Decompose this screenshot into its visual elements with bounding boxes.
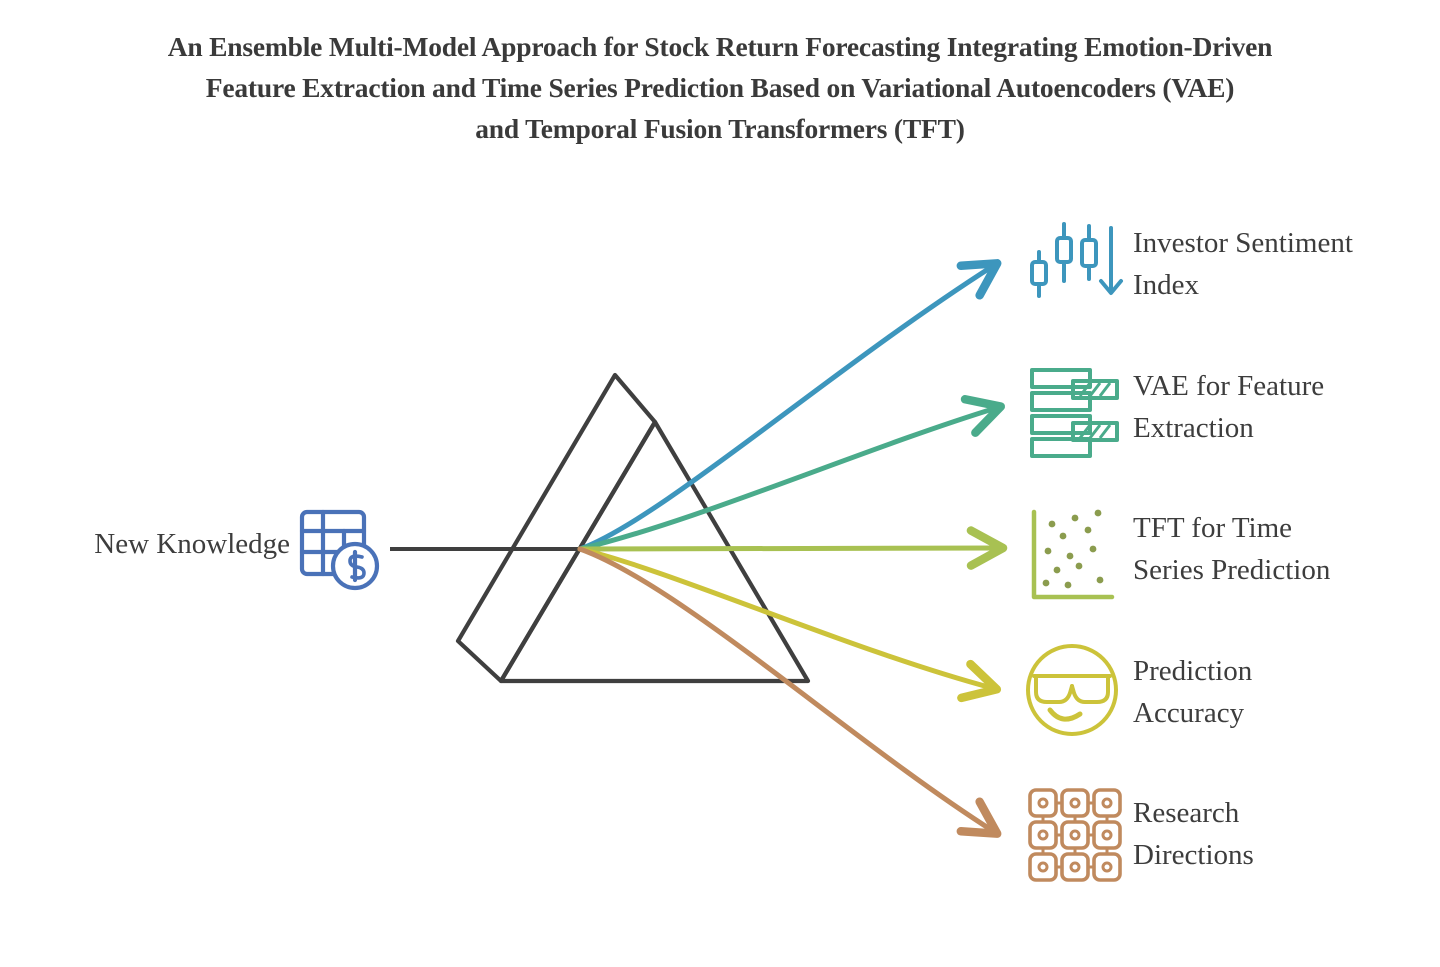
ray-prediction-accuracy bbox=[577, 546, 1002, 703]
ray-tft-time-series bbox=[577, 526, 1008, 570]
horizontal-bar-chart-icon bbox=[1030, 368, 1119, 458]
prism-shape bbox=[455, 372, 811, 684]
output-label-prediction-accuracy: Prediction Accuracy bbox=[1133, 655, 1253, 729]
page-title: An Ensemble Multi-Model Approach for Sto… bbox=[0, 26, 1440, 149]
output-label-research-directions: Research Directions bbox=[1133, 797, 1254, 871]
candlestick-chart-down-icon bbox=[1030, 222, 1123, 298]
title-line-3: and Temporal Fusion Transformers (TFT) bbox=[475, 113, 965, 144]
node-grid-icon bbox=[1028, 788, 1122, 882]
output-label-tft-time-series: TFT for Time Series Prediction bbox=[1133, 512, 1331, 586]
output-label-investor-sentiment: Investor Sentiment Index bbox=[1133, 227, 1353, 301]
source-node-label: New Knowledge bbox=[94, 528, 290, 560]
title-line-1: An Ensemble Multi-Model Approach for Sto… bbox=[167, 31, 1273, 62]
smiley-sunglasses-icon bbox=[1026, 644, 1118, 736]
output-label-vae-feature-extraction: VAE for Feature Extraction bbox=[1133, 370, 1325, 444]
scatter-plot-icon bbox=[1031, 509, 1115, 600]
title-line-2: Feature Extraction and Time Series Predi… bbox=[205, 72, 1235, 103]
ray-investor-sentiment bbox=[577, 259, 1002, 552]
spreadsheet-dollar-icon bbox=[299, 509, 380, 591]
ray-vae-feature-extraction bbox=[577, 395, 1006, 552]
ray-research-directions bbox=[577, 546, 1002, 838]
